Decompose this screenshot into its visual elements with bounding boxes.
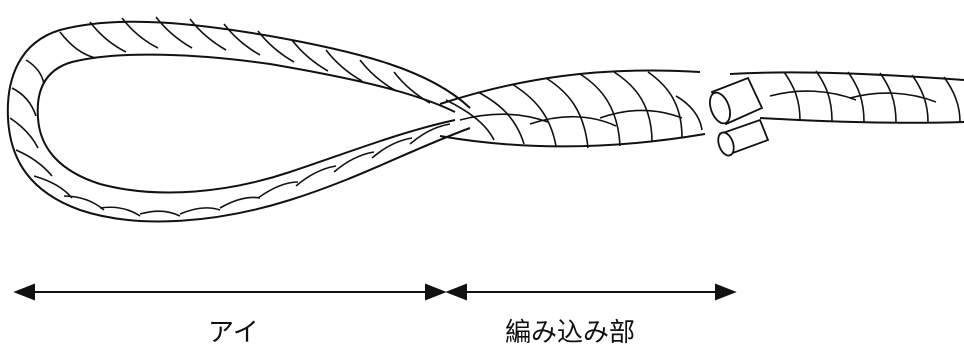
eye-loop-outer <box>6 20 471 223</box>
eye-label: アイ <box>208 318 259 348</box>
standing-rope-strands <box>769 70 961 123</box>
arrow-splice-right-head <box>715 283 737 301</box>
splice-braid-strands <box>445 71 703 149</box>
splice-outline-bottom <box>439 133 706 148</box>
arrow-splice-left-head <box>445 283 467 301</box>
arrow-eye-right-head <box>425 283 447 301</box>
strand-ends <box>709 76 770 157</box>
standing-rope-bottom <box>759 117 964 124</box>
splice-label: 編み込み部 <box>505 318 636 348</box>
arrow-eye-left-head <box>13 283 35 301</box>
arrow-eye <box>13 283 447 301</box>
standing-rope-top <box>729 71 964 81</box>
eye-braid-strands <box>9 16 451 217</box>
eye-loop-inner <box>36 53 456 194</box>
arrow-splice <box>445 283 737 301</box>
splice-outline-top <box>439 69 701 105</box>
